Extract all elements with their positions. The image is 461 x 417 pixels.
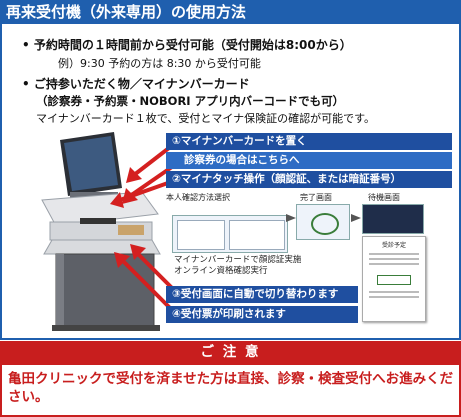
wait-screen-label: 待機画面 [368, 193, 400, 202]
flow-arrow-icon [351, 214, 361, 222]
select-screen-label: 本人確認方法選択 [166, 193, 230, 202]
bullet-reservation-time: • 予約時間の１時間前から受付可能（受付開始は8:00から） [22, 38, 352, 52]
slip-title: 受診予定 [381, 242, 406, 249]
flow-arrow-icon [286, 214, 296, 222]
step2-banner: ②マイナタッチ操作（顔認証、または暗証番号） [166, 171, 452, 188]
step1-alt-banner: 診察券の場合はこちらへ [166, 152, 452, 169]
instructions-panel [0, 24, 461, 340]
screen-caption-line2: オンライン資格確認実行 [174, 266, 268, 276]
step1-banner: ①マイナンバーカードを置く [166, 133, 452, 150]
notice-heading: ご 注 意 [0, 341, 461, 363]
notice-box [0, 363, 461, 417]
screen-caption-line1: マイナンバーカードで顔認証実施 [174, 255, 302, 265]
items-alternatives: （診察券・予約票・NOBORI アプリ内バーコードでも可） [36, 94, 345, 108]
items-note: マイナンバーカード１枚で、受付とマイナ保険証の確認が可能です。 [36, 112, 376, 125]
step4-banner: ④受付票が印刷されます [166, 306, 358, 323]
select-screen [172, 215, 288, 253]
reservation-example: 例）9:30 予約の方は 8:30 から受付可能 [58, 57, 261, 70]
kiosk-illustration [41, 132, 161, 331]
done-screen-label: 完了画面 [300, 193, 332, 202]
done-screen [296, 204, 350, 240]
bullet-items-to-bring: • ご持参いただく物／マイナンバーカード [22, 77, 250, 91]
notice-text: 亀田クリニックで受付を済ませた方は直接、診察・検査受付へお進みください。 [8, 371, 454, 405]
wait-screen [362, 204, 424, 234]
page-title: 再来受付機（外来専用）の使用方法 [0, 0, 461, 24]
reception-slip: 受診予定 [362, 236, 426, 322]
step3-banner: ③受付画面に自動で切り替わります [166, 286, 358, 303]
